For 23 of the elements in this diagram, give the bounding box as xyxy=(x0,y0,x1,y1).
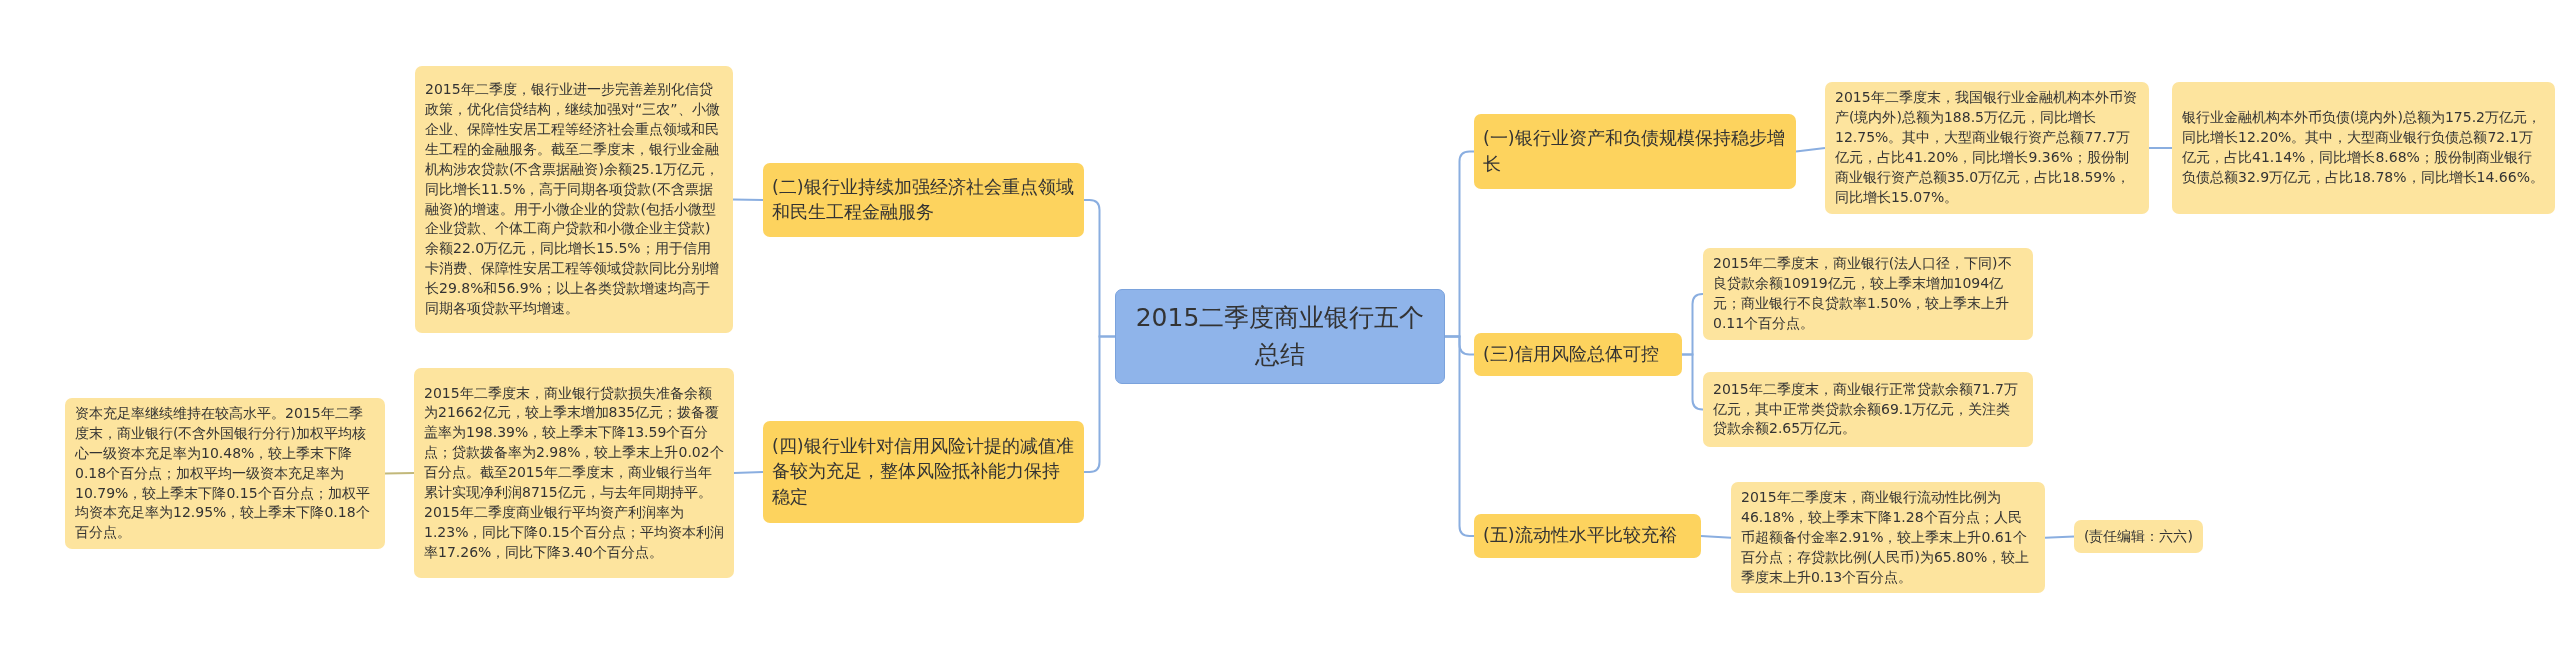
connector-line xyxy=(1681,353,1704,411)
note-box: 资本充足率继续维持在较高水平。2015年二季度末，商业银行(不含外国银行分行)加权平均核心一级资本充足率为10.48%，较上季末下降0.18个百分点；加权平均一级资本充足率为10.79%，较上季末下降0.15个百分点；加权平均资本充足率为12.95%，较上季末下降0.18个百分点。 xyxy=(65,398,385,550)
note-box: (责任编辑：六六) xyxy=(2074,520,2203,553)
note-box: 2015年二季度末，商业银行(法人口径，下同)不良贷款余额10919亿元，较上季末增加1094亿元；商业银行不良贷款率1.50%，较上季末上升0.11个百分点。 xyxy=(1703,248,2033,340)
branch-box: (一)银行业资产和负债规模保持稳步增长 xyxy=(1474,114,1796,189)
connector-line xyxy=(1795,147,1826,153)
note-box: 2015年二季度末，商业银行贷款损失准备余额为21662亿元，较上季末增加835亿元；拨备覆盖率为198.39%，较上季末下降13.59个百分点；贷款拨备率为2.98%，较上季末上升0.02个百分点。截至2015年二季度末，商业银行当年累计实现净利润8715亿元，与去年同期持平。2015年二季度商业银行平均资产利润率为1.23%，同比下降0.15个百分点；平均资本利润率17.26%，同比下降3.40个百分点。 xyxy=(414,368,734,578)
note-box: 银行业金融机构本外币负债(境内外)总额为175.2万亿元，同比增长12.20%。其中，大型商业银行负债总额72.1万亿元，占比41.14%，同比增长8.68%；股份制商业银行负债总额32.9万亿元，占比18.78%，同比增长14.66%。 xyxy=(2172,82,2555,214)
note-box: 2015年二季度末，我国银行业金融机构本外币资产(境内外)总额为188.5万亿元，同比增长12.75%。其中，大型商业银行资产总额77.7万亿元，占比41.20%，同比增长9.36%；股份制商业银行资产总额35.0万亿元，占比18.59%，同比增长15.07%。 xyxy=(1825,82,2149,214)
connector-line xyxy=(1700,535,1732,539)
note-box: 2015年二季度末，商业银行正常贷款余额71.7万亿元，其中正常类贷款余额69.1万亿元，关注类贷款余额2.65万亿元。 xyxy=(1703,372,2033,447)
note-box: 2015年二季度，银行业进一步完善差别化信贷政策，优化信贷结构，继续加强对“三农”、小微企业、保障性安居工程等经济社会重点领域和民生工程的金融服务。截至二季度末，银行业金融机构涉农贷款(不含票据融资)余额25.1万亿元，同比增长11.5%，高于同期各项贷款(不含票据融资)的增速。用于小微企业的贷款(包括小微型企业贷款、个体工商户贷款和小微企业主贷款)余额22.0万亿元，同比增长15.5%；用于信用卡消费、保障性安居工程等领域贷款同比分别增长29.8%和56.9%；以上各类贷款增速均高于同期各项贷款平均增速。 xyxy=(415,66,733,333)
connector-line xyxy=(733,471,764,474)
branch-box: (四)银行业针对信用风险计提的减值准备较为充足，整体风险抵补能力保持稳定 xyxy=(763,421,1084,523)
connector-line xyxy=(2148,147,2173,149)
connector-line xyxy=(2044,535,2075,539)
branch-box: (五)流动性水平比较充裕 xyxy=(1474,514,1701,558)
connector-line xyxy=(732,198,764,201)
branch-box: (三)信用风险总体可控 xyxy=(1474,333,1682,376)
note-box: 2015年二季度末，商业银行流动性比例为46.18%，较上季末下降1.28个百分点；人民币超额备付金率2.91%，较上季末上升0.61个百分点；存贷款比例(人民币)为65.80%，较上季度末上升0.13个百分点。 xyxy=(1731,482,2045,594)
topic-box: 2015二季度商业银行五个总结 xyxy=(1115,289,1445,384)
branch-box: (二)银行业持续加强经济社会重点领域和民生工程金融服务 xyxy=(763,163,1084,237)
connector-line xyxy=(384,472,415,475)
